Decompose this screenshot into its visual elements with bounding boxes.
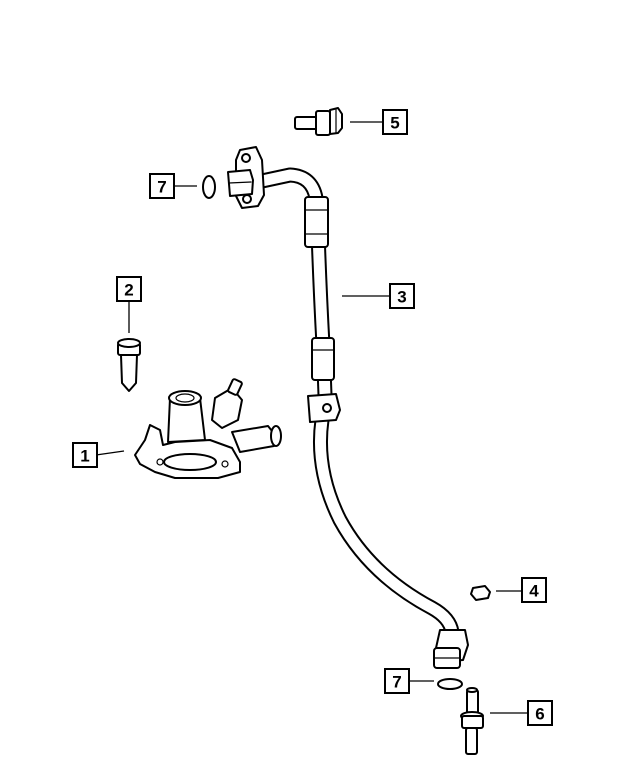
callout-7-lower-label: 7 bbox=[392, 673, 401, 692]
stud-bolt-part-6[interactable] bbox=[460, 687, 484, 755]
callout-5[interactable]: 5 bbox=[382, 109, 408, 135]
bolt-part-2[interactable] bbox=[117, 338, 141, 392]
callout-1-label: 1 bbox=[80, 447, 89, 466]
callout-1[interactable]: 1 bbox=[72, 442, 98, 468]
callout-4[interactable]: 4 bbox=[521, 577, 547, 603]
o-ring-part-7-upper[interactable] bbox=[202, 175, 216, 199]
callout-2[interactable]: 2 bbox=[116, 276, 142, 302]
callout-7-upper[interactable]: 7 bbox=[149, 173, 175, 199]
callout-3-label: 3 bbox=[397, 288, 406, 307]
callout-7-lower[interactable]: 7 bbox=[384, 668, 410, 694]
callout-6-label: 6 bbox=[535, 705, 544, 724]
callout-2-label: 2 bbox=[124, 281, 133, 300]
callout-6[interactable]: 6 bbox=[527, 700, 553, 726]
callout-7-upper-label: 7 bbox=[157, 178, 166, 197]
leader-line-1 bbox=[95, 450, 125, 456]
coolant-hose-part-3[interactable] bbox=[227, 146, 469, 669]
callout-3[interactable]: 3 bbox=[389, 283, 415, 309]
thermostat-housing-part-1[interactable] bbox=[134, 378, 282, 479]
callout-5-label: 5 bbox=[390, 114, 399, 133]
o-ring-part-7-lower[interactable] bbox=[437, 678, 463, 690]
callout-4-label: 4 bbox=[529, 582, 539, 601]
bolt-part-5[interactable] bbox=[294, 107, 343, 136]
nut-part-4[interactable] bbox=[470, 585, 491, 601]
